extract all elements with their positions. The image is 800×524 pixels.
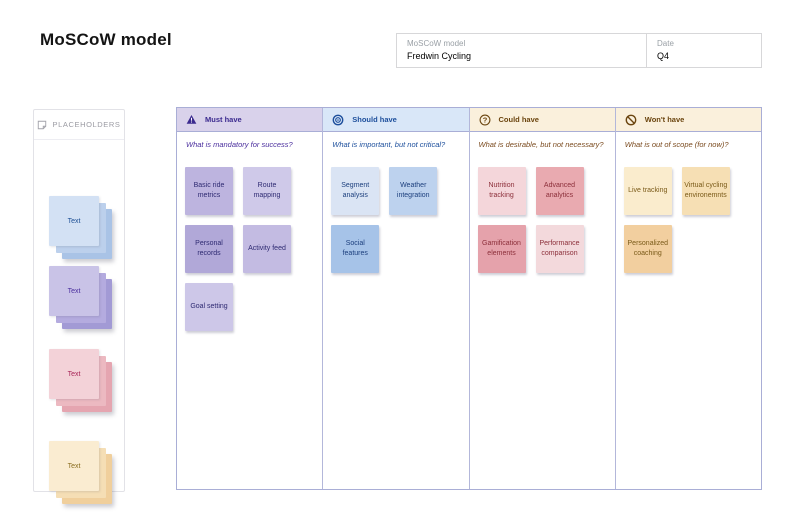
form-field-date[interactable]: Date Q4 (646, 34, 761, 67)
placeholder-note[interactable]: Text (49, 349, 99, 399)
form-field-date-label: Date (657, 39, 674, 48)
column-wont-have-header: Won't have (615, 108, 761, 132)
column-subtitle: What is desirable, but not necessary? (478, 140, 604, 149)
sticky-note[interactable]: Basic ride metrics (185, 167, 233, 215)
moscow-board: Must have What is mandatory for success?… (176, 107, 762, 490)
form-field-name-label: MoSCoW model (407, 39, 466, 48)
placeholder-stack-3[interactable]: Text (49, 441, 113, 505)
sticky-note[interactable]: Virtual cycling environemnts (681, 167, 730, 215)
sticky-note[interactable]: Performance comparison (535, 225, 584, 273)
form-field-name-value[interactable]: Fredwin Cycling (407, 51, 472, 61)
target-icon (332, 114, 344, 125)
question-circle-icon: ? (479, 114, 490, 125)
column-should-have-header: Should have (323, 108, 469, 132)
placeholder-note[interactable]: Text (49, 266, 99, 316)
placeholder-stack-0[interactable]: Text (49, 196, 113, 260)
placeholder-note[interactable]: Text (49, 196, 99, 246)
form-field-date-value[interactable]: Q4 (657, 51, 670, 61)
placeholders-panel-title: PLACEHOLDERS (52, 120, 121, 129)
placeholder-stack-1[interactable]: Text (49, 266, 113, 330)
form-field-name[interactable]: MoSCoW model Fredwin Cycling (397, 34, 646, 67)
sticky-note[interactable]: Social features (331, 225, 380, 273)
column-must-have: Must have What is mandatory for success?… (177, 108, 323, 489)
sticky-note[interactable]: Personal records (185, 225, 233, 273)
sticky-note[interactable]: Personalized coaching (623, 225, 672, 273)
sticky-note-icon (38, 120, 47, 129)
placeholders-panel-header: PLACEHOLDERS (34, 110, 124, 140)
placeholder-note[interactable]: Text (49, 441, 99, 491)
column-could-have: ? Could have What is desirable, but not … (468, 108, 615, 489)
sticky-note[interactable]: Activity feed (243, 225, 291, 273)
column-wont-have: Won't have What is out of scope (for now… (614, 108, 761, 489)
column-subtitle: What is mandatory for success? (186, 140, 293, 149)
column-should-have: Should have What is important, but not c… (322, 108, 469, 489)
board-meta-form: MoSCoW model Fredwin Cycling Date Q4 (396, 33, 762, 68)
sticky-note[interactable]: Weather integration (389, 167, 438, 215)
no-entry-icon (625, 114, 637, 125)
page-title: MoSCoW model (40, 30, 172, 49)
column-subtitle: What is out of scope (for now)? (624, 140, 729, 149)
column-could-have-header: ? Could have (469, 108, 615, 132)
column-label: Could have (498, 115, 539, 124)
warning-triangle-icon (186, 115, 197, 124)
sticky-note[interactable]: Segment analysis (331, 167, 380, 215)
column-label: Must have (205, 115, 242, 124)
column-must-have-header: Must have (177, 108, 323, 132)
sticky-note[interactable]: Nutrition tracking (477, 167, 526, 215)
sticky-note[interactable]: Goal setting (185, 283, 233, 331)
sticky-note[interactable]: Live tracking (623, 167, 672, 215)
column-label: Should have (352, 115, 397, 124)
sticky-note[interactable]: Route mapping (243, 167, 291, 215)
sticky-note[interactable]: Gamification elements (477, 225, 526, 273)
column-subtitle: What is important, but not critical? (332, 140, 446, 149)
sticky-note[interactable]: Advanced analytics (535, 167, 584, 215)
column-label: Won't have (644, 115, 685, 124)
svg-text:?: ? (482, 115, 487, 124)
placeholder-stack-2[interactable]: Text (49, 349, 113, 413)
